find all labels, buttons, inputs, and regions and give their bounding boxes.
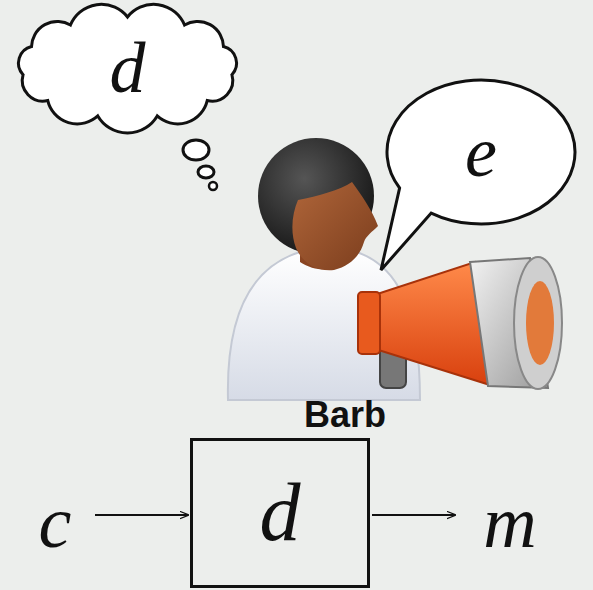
- thought-dot: [209, 182, 217, 190]
- process-box: d: [190, 438, 370, 588]
- flow-arrow: [372, 514, 455, 516]
- node-text: d: [260, 472, 301, 554]
- speech-bubble: e: [385, 78, 577, 226]
- person-name: Barb: [304, 397, 386, 433]
- person-face: [292, 182, 378, 270]
- megaphone-mouth: [526, 281, 554, 365]
- output-symbol: m: [483, 485, 536, 559]
- thought-cloud-path: [19, 4, 237, 133]
- node-text: e: [465, 116, 497, 188]
- speech-bubble-path: [381, 80, 575, 270]
- input-symbol: c: [39, 485, 72, 559]
- megaphone-grip: [358, 292, 380, 354]
- flow-arrow: [95, 514, 188, 516]
- megaphone-bell: [514, 257, 562, 389]
- thought-dot: [198, 166, 214, 178]
- thought-dot: [183, 140, 209, 160]
- node-text: d: [110, 32, 146, 104]
- thought-cloud: d: [10, 5, 245, 130]
- megaphone-body: [365, 262, 490, 385]
